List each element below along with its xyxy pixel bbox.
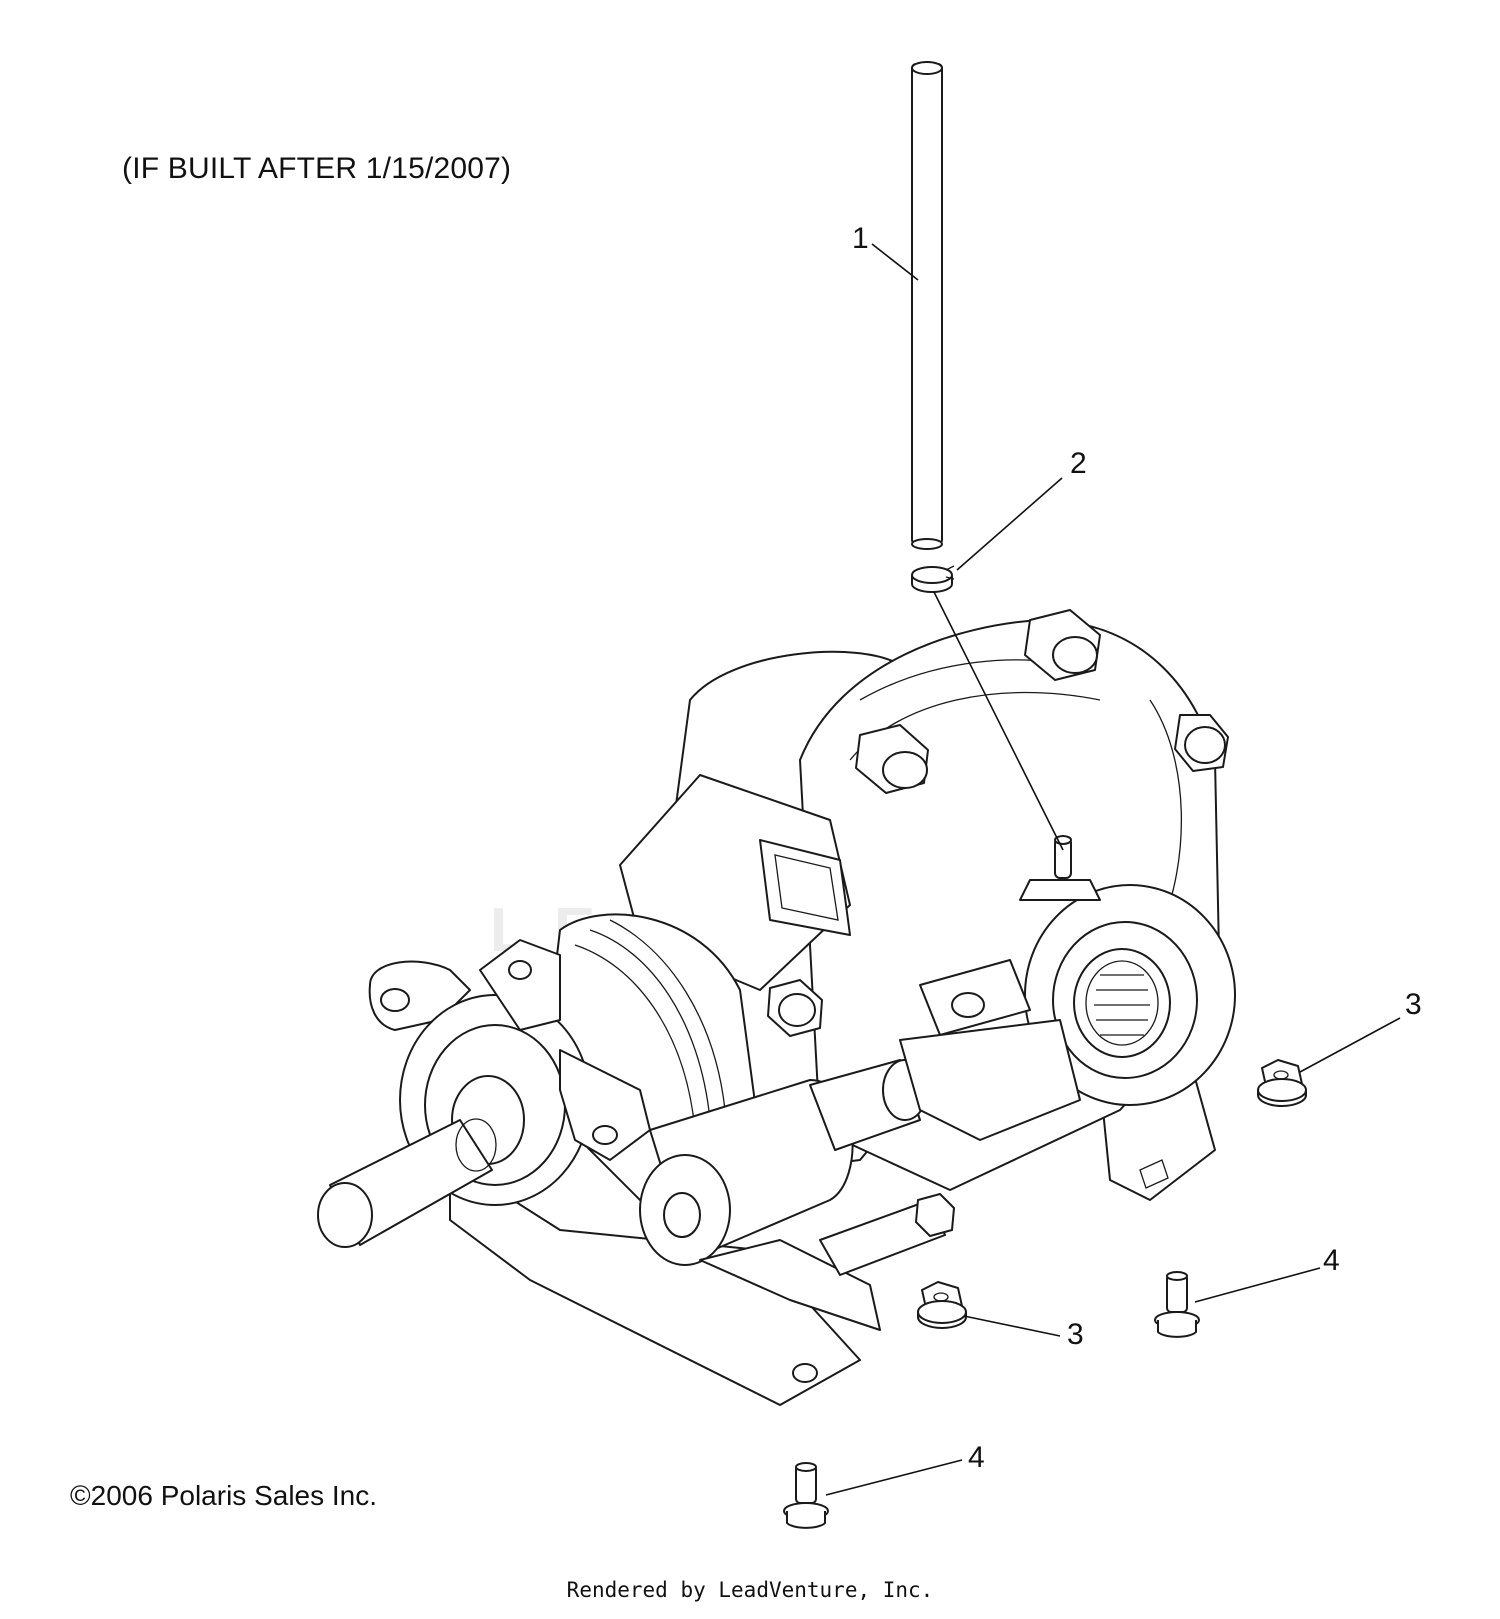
callout-leaders xyxy=(825,243,1401,1496)
callout-1: 1 xyxy=(852,222,869,255)
hose-clamp-part[interactable] xyxy=(911,565,955,593)
rendered-by-footer: Rendered by LeadVenture, Inc. xyxy=(566,1578,934,1602)
housing-bolt xyxy=(767,979,823,1037)
flange-nut-part[interactable] xyxy=(917,1281,967,1329)
copyright-notice: ©2006 Polaris Sales Inc. xyxy=(70,1480,378,1511)
housing-bolt xyxy=(1174,714,1229,772)
callout-3: 3 xyxy=(1405,988,1422,1021)
vent-tube-part[interactable] xyxy=(911,61,943,550)
flange-nut-part[interactable] xyxy=(1257,1059,1307,1107)
callout-3: 3 xyxy=(1067,1318,1084,1351)
gearcase-housing[interactable] xyxy=(317,609,1236,1406)
flange-bolt-part[interactable] xyxy=(1154,1271,1200,1338)
build-date-note: (IF BUILT AFTER 1/15/2007) xyxy=(122,152,512,185)
callout-2: 2 xyxy=(1070,447,1087,480)
housing-bolt xyxy=(1024,609,1101,681)
callout-4: 4 xyxy=(968,1441,985,1474)
callout-4: 4 xyxy=(1323,1244,1340,1277)
flange-bolt-part[interactable] xyxy=(783,1462,829,1529)
housing-bolt xyxy=(855,724,929,794)
